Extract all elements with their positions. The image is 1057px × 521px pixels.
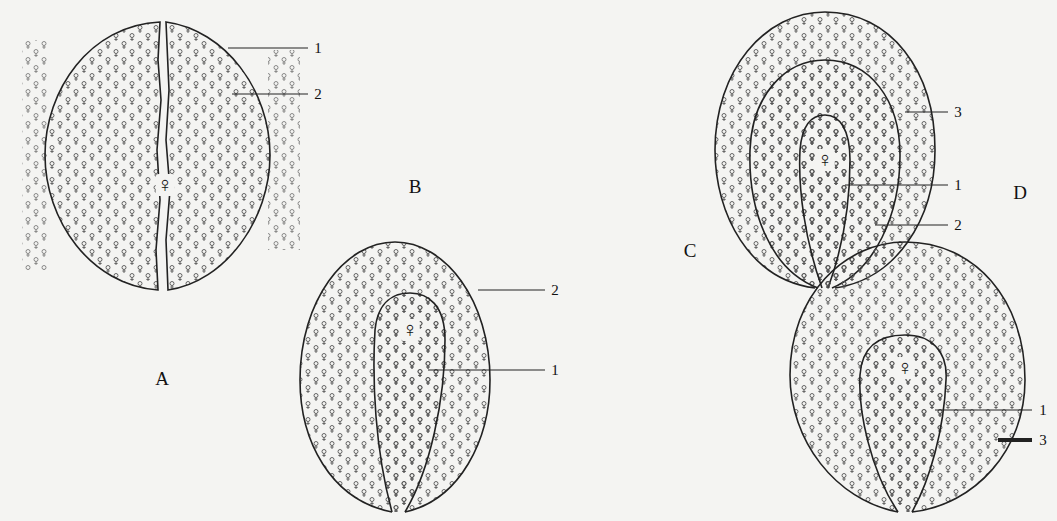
callout-number: 1 — [551, 363, 559, 378]
figure-letter: D — [1013, 183, 1027, 202]
callout-number: 1 — [1039, 403, 1047, 418]
callout-number: 2 — [954, 218, 962, 233]
female-symbol: ♀ — [156, 174, 175, 196]
figure-letter: C — [684, 241, 697, 260]
leader-lines — [228, 48, 1032, 440]
callout-number: 1 — [954, 178, 962, 193]
callout-number: 2 — [551, 283, 559, 298]
female-symbol: ♀ — [401, 319, 420, 341]
figure-letter: B — [409, 177, 422, 196]
female-symbol: ♀ — [816, 149, 835, 171]
figure-letter: A — [155, 369, 169, 388]
callout-number: 1 — [314, 41, 322, 56]
callout-number: 3 — [954, 105, 962, 120]
callout-number: 2 — [314, 87, 322, 102]
female-symbol: ♀ — [896, 357, 915, 379]
callout-number: 3 — [1039, 433, 1047, 448]
